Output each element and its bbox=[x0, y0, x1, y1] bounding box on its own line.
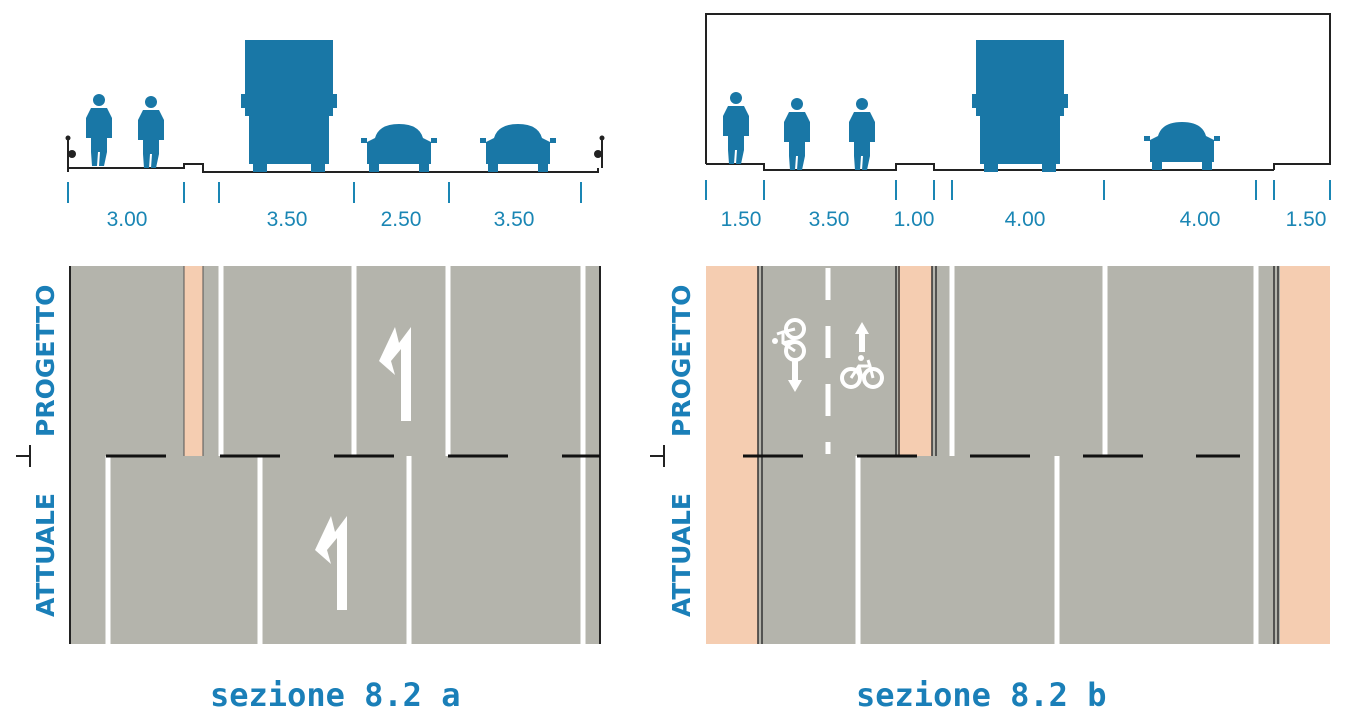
dimension-label: 4.00 bbox=[1005, 208, 1046, 231]
bicycle-symbol-icon bbox=[770, 318, 806, 392]
dimension-label: 1.50 bbox=[1286, 208, 1327, 231]
section-b-dimension-ticks bbox=[705, 180, 1331, 200]
section-a-plan bbox=[69, 266, 601, 644]
pedestrian-icon bbox=[723, 92, 749, 164]
section-b-dimensions: 1.50 3.50 1.00 4.00 4.00 1.50 bbox=[721, 208, 1327, 231]
dimension-label: 4.00 bbox=[1180, 208, 1221, 231]
dimension-label: 3.50 bbox=[809, 208, 850, 231]
bicycle-symbol-icon bbox=[840, 322, 884, 389]
pedestrian-icon bbox=[138, 96, 164, 168]
car-icon bbox=[480, 124, 556, 172]
truck-icon bbox=[972, 40, 1068, 172]
cyclist-icon bbox=[784, 98, 810, 170]
row-label-design: PROGETTO bbox=[31, 285, 60, 437]
dimension-label: 2.50 bbox=[381, 208, 422, 231]
truck-icon bbox=[241, 40, 337, 172]
row-label-current: ATTUALE bbox=[667, 493, 696, 617]
section-a-dimension-ticks bbox=[67, 182, 582, 203]
row-label-current: ATTUALE bbox=[31, 493, 60, 617]
cyclist-icon bbox=[849, 98, 875, 170]
row-label-design: PROGETTO bbox=[667, 285, 696, 437]
section-b-row-labels: PROGETTO ATTUALE bbox=[650, 285, 696, 617]
dimension-label: 3.50 bbox=[267, 208, 308, 231]
section-b-caption: sezione 8.2 b bbox=[856, 676, 1107, 714]
pedestrian-icon bbox=[86, 94, 112, 166]
section-a-dimensions: 3.00 3.50 2.50 3.50 bbox=[107, 208, 535, 231]
dimension-label: 1.00 bbox=[894, 208, 935, 231]
section-a-row-labels: PROGETTO ATTUALE bbox=[16, 285, 60, 617]
section-b-profile bbox=[705, 13, 1331, 172]
dimension-label: 1.50 bbox=[721, 208, 762, 231]
section-b-plan bbox=[706, 266, 1330, 644]
car-icon bbox=[1144, 122, 1220, 170]
dimension-label: 3.00 bbox=[107, 208, 148, 231]
dimension-label: 3.50 bbox=[494, 208, 535, 231]
car-icon bbox=[361, 124, 437, 172]
section-a-profile bbox=[65, 40, 605, 173]
section-a-caption: sezione 8.2 a bbox=[210, 676, 461, 714]
